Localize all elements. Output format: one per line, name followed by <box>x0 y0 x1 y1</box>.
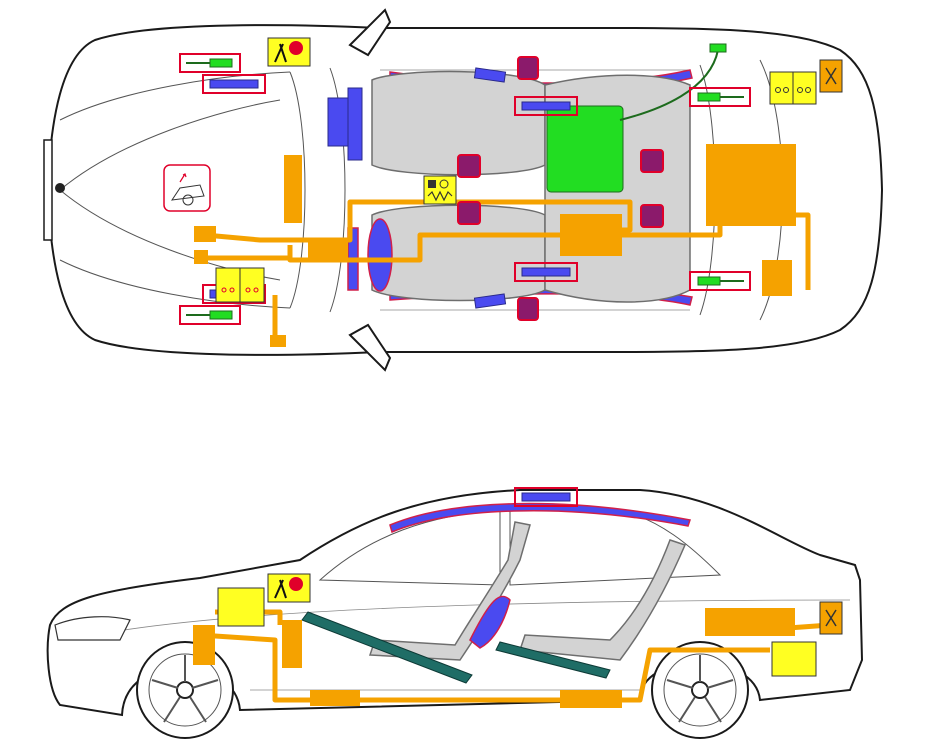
side-module-front <box>193 625 215 665</box>
fuse-connector <box>270 335 286 347</box>
battery-icon <box>769 71 817 105</box>
control-module-1 <box>194 226 216 242</box>
fuse-icon <box>215 267 265 303</box>
side-wire-1 <box>199 632 770 703</box>
seatbelt-rear <box>495 641 611 679</box>
steering-airbag <box>367 218 393 292</box>
control-module-2 <box>194 250 208 264</box>
rear-wheel <box>651 641 749 739</box>
side-airbag-right <box>473 293 507 309</box>
side-battery <box>771 641 817 677</box>
side-view <box>46 487 864 739</box>
hood-crease-1 <box>59 99 281 191</box>
battery-hazard-icon <box>267 37 311 67</box>
side-module-rear <box>705 608 795 636</box>
top-view <box>43 8 884 372</box>
gas-generator-roof-left <box>514 96 578 116</box>
gas-generator-roof-side <box>514 487 578 507</box>
side-module-floor-2 <box>560 690 622 708</box>
hood-line-right <box>59 259 291 309</box>
brand-badge <box>55 183 65 193</box>
windshield-top <box>329 67 346 313</box>
crash-sensor-b-pillar-left <box>517 56 539 80</box>
side-fuse-box <box>217 587 265 627</box>
crash-sensor-rear-right <box>640 204 664 228</box>
green-terminal <box>709 43 727 53</box>
pretensioner-front-right <box>179 305 241 325</box>
wire-harness-1 <box>204 199 633 243</box>
front-wheel <box>136 641 234 739</box>
mirror-left <box>348 8 392 57</box>
side-module-floor-1 <box>310 690 360 706</box>
headlight <box>54 616 131 641</box>
spring-actuator-icon <box>423 175 457 205</box>
seatbelt-front <box>301 611 473 684</box>
gas-generator-roof-right <box>514 262 578 282</box>
side-trunk-release-icon <box>819 601 843 635</box>
windshield-base <box>289 71 306 309</box>
crash-sensor-seat-left <box>457 154 481 178</box>
shoulder-line <box>69 599 851 641</box>
rear-seat-side <box>518 539 687 661</box>
steering-module <box>308 242 348 260</box>
side-module-crash <box>282 620 302 668</box>
front-crash-module <box>284 155 302 223</box>
rear-module-large <box>706 144 796 226</box>
pretensioner-rear-right <box>689 271 751 291</box>
side-airbag-seat <box>469 595 511 649</box>
grille <box>43 139 53 241</box>
rear-module-small <box>762 260 792 296</box>
trunk-release-icon <box>819 59 843 93</box>
mirror-right <box>348 323 392 372</box>
passenger-knee-airbag <box>347 87 363 161</box>
side-battery-hazard-icon <box>267 573 311 603</box>
airbag-control-unit <box>560 214 622 256</box>
gas-generator-front-left <box>202 74 266 94</box>
pretensioner-front-left <box>179 53 241 73</box>
curtain-airbag-side <box>389 502 691 534</box>
crash-sensor-seat-right <box>457 201 481 225</box>
hood-line-left <box>59 71 291 121</box>
crash-sensor-rear-left <box>640 149 664 173</box>
crash-sensor-b-pillar-right <box>517 297 539 321</box>
side-airbag-left <box>473 67 507 83</box>
green-cable <box>619 49 719 121</box>
hood-warning-icon <box>163 164 211 212</box>
pretensioner-rear-left <box>689 87 751 107</box>
rear-green-unit <box>546 105 624 193</box>
